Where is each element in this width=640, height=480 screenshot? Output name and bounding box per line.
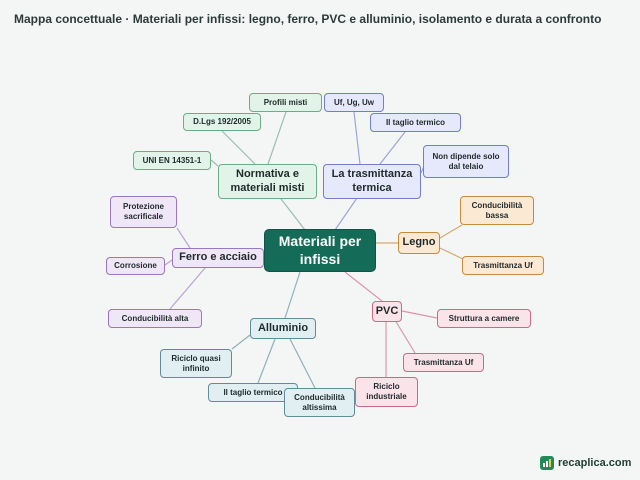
leaf-trasmittanza-uf-legno: Trasmittanza Uf xyxy=(462,256,544,275)
leaf-dlgs: D.Lgs 192/2005 xyxy=(183,113,261,131)
link-pvc-struttura xyxy=(401,310,438,319)
link-normativa-dlgs xyxy=(221,130,256,165)
leaf-profili-misti: Profili misti xyxy=(249,93,322,112)
leaf-conducibilita-bassa: Conducibilità bassa xyxy=(460,196,534,225)
link-normativa-profili xyxy=(267,111,287,165)
link-legno-trasmittanza xyxy=(439,247,466,261)
link-center-pvc xyxy=(344,271,383,302)
link-alluminio-conducibilita xyxy=(289,338,316,389)
link-alluminio-riciclo xyxy=(231,334,251,350)
link-trasmittanza-taglio xyxy=(379,131,406,165)
link-center-alluminio xyxy=(284,271,301,319)
link-normativa-uni xyxy=(210,159,219,167)
leaf-protezione: Protezione sacrificale xyxy=(110,196,177,228)
link-pvc-trasmittanza xyxy=(394,319,416,354)
leaf-uni-en: UNI EN 14351-1 xyxy=(133,151,211,170)
leaf-uf-ug-uw: Uf, Ug, Uw xyxy=(324,93,384,112)
link-ferro-corrosione xyxy=(164,259,173,266)
leaf-conducibilita-altissima: Conducibilità altissima xyxy=(284,388,355,417)
leaf-corrosione: Corrosione xyxy=(106,257,165,275)
leaf-trasmittanza-uf-pvc: Trasmittanza Uf xyxy=(403,353,484,372)
leaf-riciclo-quasi-infinito: Riciclo quasi infinito xyxy=(160,349,232,378)
leaf-non-dipende: Non dipende solo dal telaio xyxy=(423,145,509,178)
logo-text: recaplica.com xyxy=(558,457,632,469)
recaplica-logo[interactable]: recaplica.com xyxy=(540,456,631,470)
page-title: Mappa concettuale · Materiali per infiss… xyxy=(14,12,602,26)
recaplica-logo-icon xyxy=(540,456,554,470)
branch-trasmittanza: La trasmittanza termica xyxy=(323,164,421,199)
branch-normativa: Normativa e materiali misti xyxy=(218,164,317,199)
branch-pvc: PVC xyxy=(372,301,402,322)
leaf-taglio-termico: Il taglio termico xyxy=(370,113,461,132)
link-trasmittanza-uf xyxy=(353,111,361,165)
branch-legno: Legno xyxy=(398,232,440,254)
branch-ferro: Ferro e acciaio xyxy=(172,248,264,268)
link-ferro-protezione xyxy=(176,227,191,249)
branch-alluminio: Alluminio xyxy=(250,318,316,339)
leaf-conducibilita-alta: Conducibilità alta xyxy=(108,309,202,328)
center-node: Materiali per infissi xyxy=(264,229,376,272)
leaf-riciclo-industriale: Riciclo industriale xyxy=(355,377,418,407)
leaf-struttura-camere: Struttura a camere xyxy=(437,309,531,328)
link-ferro-conducibilita xyxy=(169,267,206,310)
link-legno-conducibilita xyxy=(439,224,463,239)
link-alluminio-taglio xyxy=(257,338,276,384)
